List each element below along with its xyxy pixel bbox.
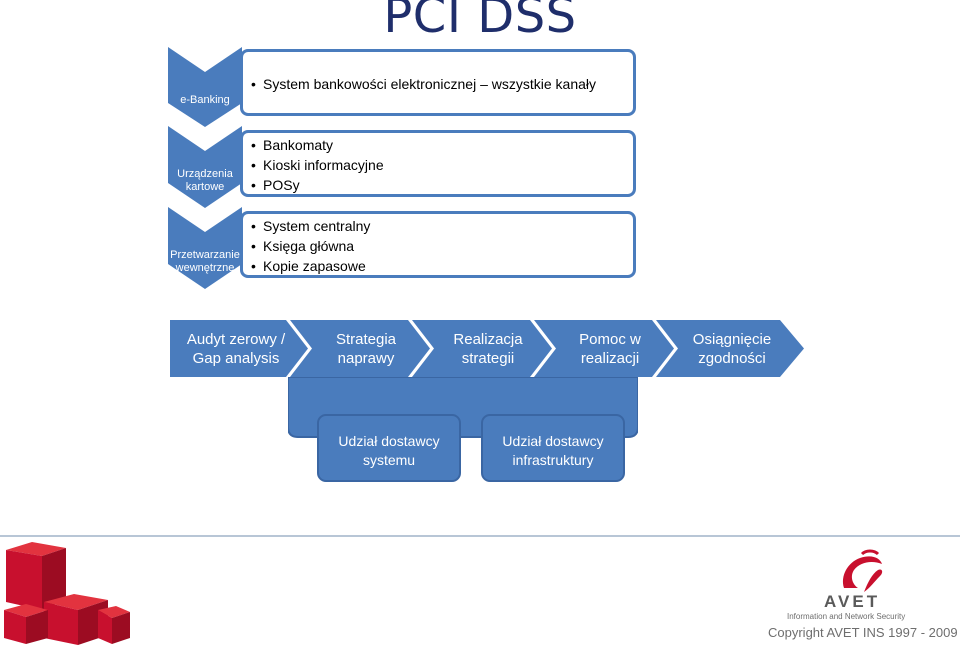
row-box-urzadzenia: Bankomaty Kioski informacyjne POSy	[240, 130, 636, 197]
avet-logo-subtitle: Information and Network Security	[787, 612, 906, 621]
page-title: PCI DSS	[383, 0, 577, 44]
chevron-e-banking	[168, 47, 242, 127]
process-step-4: Pomoc w realizacji	[579, 331, 641, 367]
process-step-1: Audyt zerowy / Gap analysis	[186, 331, 286, 367]
chevron-urzadzenia	[168, 126, 242, 208]
process-step-2-shape	[290, 320, 430, 377]
bullet-item: Bankomaty	[251, 135, 633, 155]
security-cubes-image	[4, 542, 130, 645]
process-step-3-shape	[412, 320, 552, 377]
footer-divider	[0, 535, 960, 537]
vendor-infrastructure-box: Udział dostawcy infrastruktury	[481, 414, 625, 482]
row-label-przetwarzanie: Przetwarzanie wewnętrzne	[170, 249, 240, 274]
process-step-5-shape	[656, 320, 804, 377]
avet-logo-icon	[842, 549, 883, 592]
row-label-urzadzenia: Urządzenia kartowe	[177, 168, 233, 193]
bullet-item: POSy	[251, 175, 633, 195]
process-step-2: Strategia naprawy	[335, 331, 397, 367]
row-label-e-banking: e-Banking	[180, 94, 230, 106]
avet-logo-text: AVET	[824, 592, 881, 611]
process-step-5: Osiągnięcie zgodności	[692, 331, 772, 367]
copyright-text: Copyright AVET INS 1997 - 2009	[768, 625, 958, 640]
process-step-1-shape	[170, 320, 308, 377]
bullet-item: Księga główna	[251, 236, 633, 256]
bullet-item: Kopie zapasowe	[251, 256, 633, 276]
process-step-4-shape	[534, 320, 674, 377]
row-box-przetwarzanie: System centralny Księga główna Kopie zap…	[240, 211, 636, 278]
bullet-item: System centralny	[251, 216, 633, 236]
process-step-3: Realizacja strategii	[453, 331, 523, 367]
row-box-e-banking: System bankowości elektronicznej – wszys…	[240, 49, 636, 116]
chevron-przetwarzanie	[168, 207, 242, 289]
bullet-item: System bankowości elektronicznej – wszys…	[251, 74, 633, 94]
bullet-item: Kioski informacyjne	[251, 155, 633, 175]
vendor-system-box: Udział dostawcy systemu	[317, 414, 461, 482]
